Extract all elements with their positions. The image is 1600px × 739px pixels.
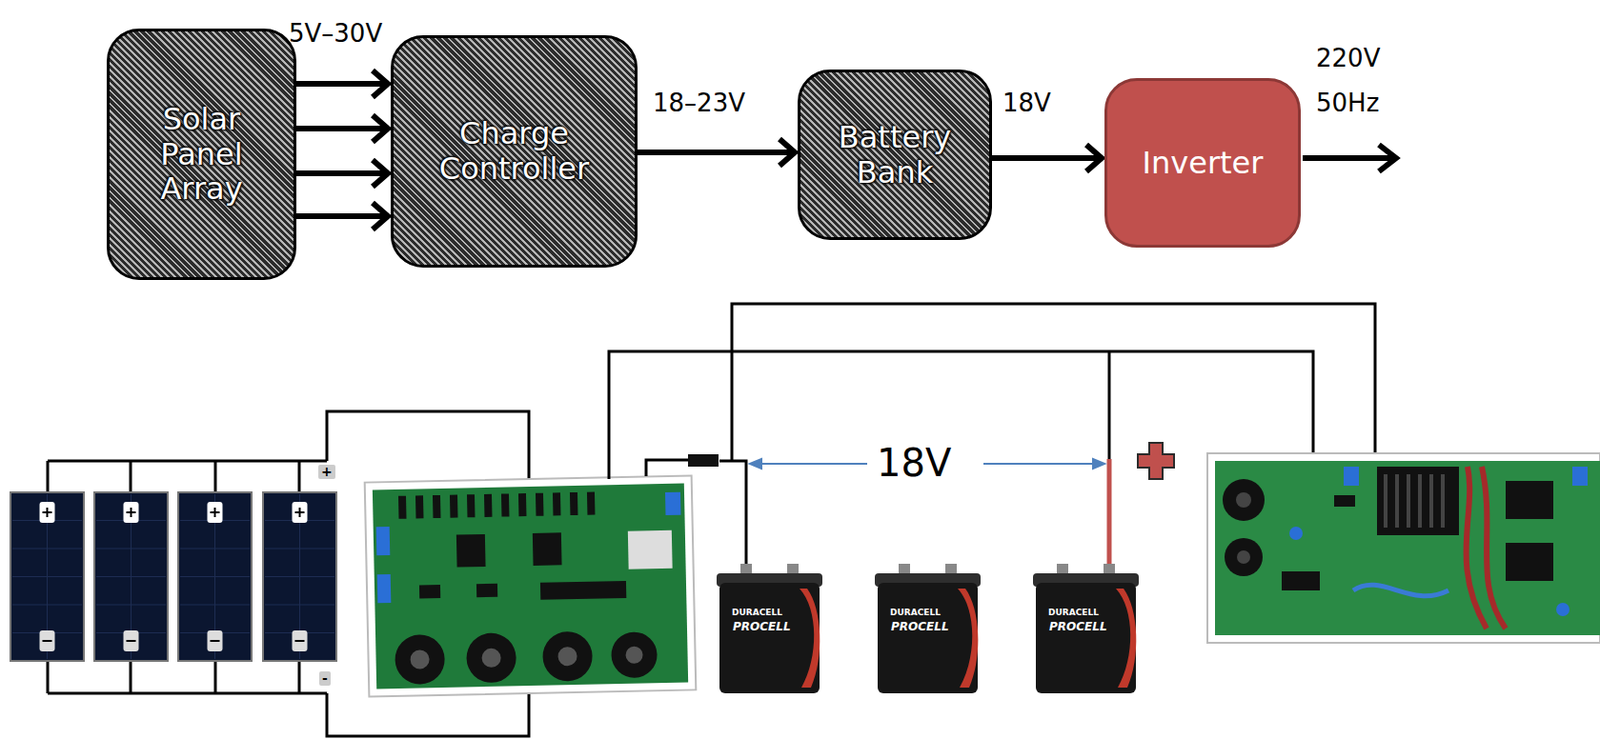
block-label: Battery Bank bbox=[813, 120, 976, 191]
brand-text: PROCELL bbox=[732, 620, 791, 634]
output-arrow bbox=[1302, 144, 1397, 172]
positive-wire bbox=[1107, 459, 1113, 572]
terminal-sign: - bbox=[319, 671, 331, 687]
charge-controller-board bbox=[364, 475, 697, 697]
flow-arrow bbox=[637, 139, 795, 166]
terminal-sign: + bbox=[318, 465, 336, 480]
inverter-board bbox=[1207, 453, 1600, 644]
fuse bbox=[688, 454, 719, 467]
block-box: Battery Bank bbox=[797, 69, 993, 241]
block-box: Charge Controller bbox=[390, 35, 638, 268]
voltage-label: 220V bbox=[1316, 43, 1380, 74]
voltage-label: 18–23V bbox=[652, 88, 746, 119]
flow-arrow bbox=[296, 160, 388, 187]
block-label: Solar Panel Array bbox=[122, 101, 281, 207]
flow-arrow bbox=[296, 70, 388, 98]
block-box: Solar Panel Array bbox=[106, 28, 297, 281]
block-label: Inverter bbox=[1142, 145, 1264, 182]
brand-text: PROCELL bbox=[1049, 620, 1108, 634]
brand-text: DURACELL bbox=[731, 607, 783, 619]
brand-text: DURACELL bbox=[1048, 607, 1099, 619]
block-label: Charge Controller bbox=[406, 116, 622, 187]
flow-arrow bbox=[296, 115, 388, 142]
voltage-label: 5V–30V bbox=[288, 19, 383, 49]
voltage-label: 18V bbox=[1002, 88, 1052, 119]
voltage-label: 18V bbox=[876, 440, 952, 487]
positive-symbol bbox=[1137, 443, 1175, 480]
frequency-label: 50Hz bbox=[1316, 88, 1379, 119]
brand-text: DURACELL bbox=[890, 607, 941, 619]
batteries bbox=[716, 564, 1139, 694]
block-box: Inverter bbox=[1104, 78, 1301, 248]
brand-text: PROCELL bbox=[891, 620, 950, 634]
flow-arrow bbox=[296, 202, 388, 230]
flow-arrow bbox=[992, 144, 1102, 172]
